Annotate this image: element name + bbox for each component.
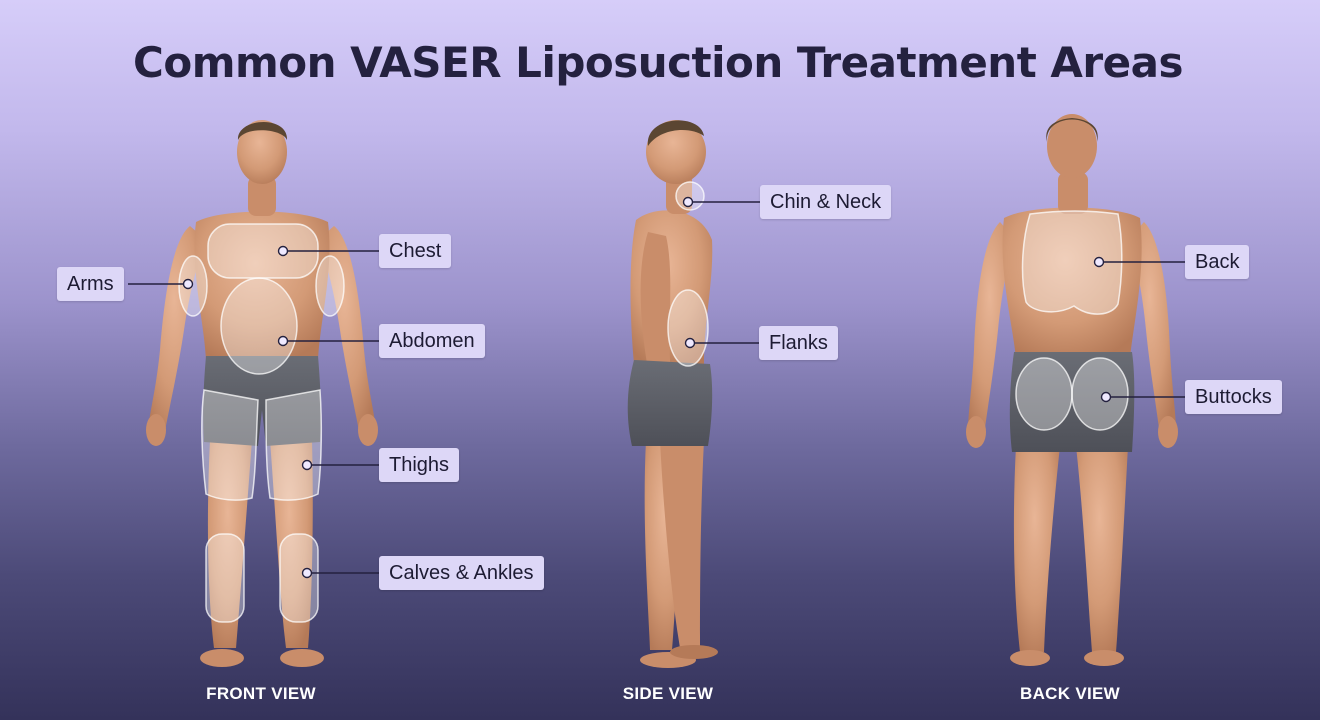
calf-zone-right xyxy=(279,533,319,623)
label-thighs: Thighs xyxy=(379,448,460,482)
page-title: Common VASER Liposuction Treatment Areas xyxy=(133,38,1183,87)
back-view-label: BACK VIEW xyxy=(1020,684,1120,703)
thighs-marker xyxy=(301,459,313,471)
front-view-label: FRONT VIEW xyxy=(206,684,316,703)
buttock-zone-right xyxy=(1071,357,1129,431)
calves-marker xyxy=(301,567,313,579)
label-chin-neck: Chin & Neck xyxy=(760,185,892,219)
arm-zone-right xyxy=(315,255,345,317)
front-figure xyxy=(146,120,378,667)
label-chest: Chest xyxy=(379,234,452,268)
thigh-zone-right xyxy=(265,389,323,501)
arm-zone-left xyxy=(178,255,208,317)
back-figure xyxy=(966,114,1178,666)
chin-neck-marker xyxy=(682,196,694,208)
label-arms: Arms xyxy=(57,267,124,301)
side-view-label: SIDE VIEW xyxy=(622,684,714,703)
arms-marker xyxy=(182,278,194,290)
label-calves-ankles: Calves & Ankles xyxy=(379,556,544,590)
flanks-marker xyxy=(684,337,696,349)
buttocks-marker xyxy=(1100,391,1112,403)
label-buttocks: Buttocks xyxy=(1185,380,1282,414)
calf-zone-left xyxy=(205,533,245,623)
back-zone xyxy=(1021,210,1123,315)
thigh-zone-left xyxy=(201,389,259,501)
abdomen-marker xyxy=(277,335,289,347)
flank-zone xyxy=(667,289,709,367)
label-flanks: Flanks xyxy=(759,326,838,360)
label-back: Back xyxy=(1185,245,1250,279)
side-figure xyxy=(627,120,718,668)
buttock-zone-left xyxy=(1015,357,1073,431)
abdomen-zone xyxy=(220,277,298,375)
back-marker xyxy=(1093,256,1105,268)
label-abdomen: Abdomen xyxy=(379,324,485,358)
chest-marker xyxy=(277,245,289,257)
